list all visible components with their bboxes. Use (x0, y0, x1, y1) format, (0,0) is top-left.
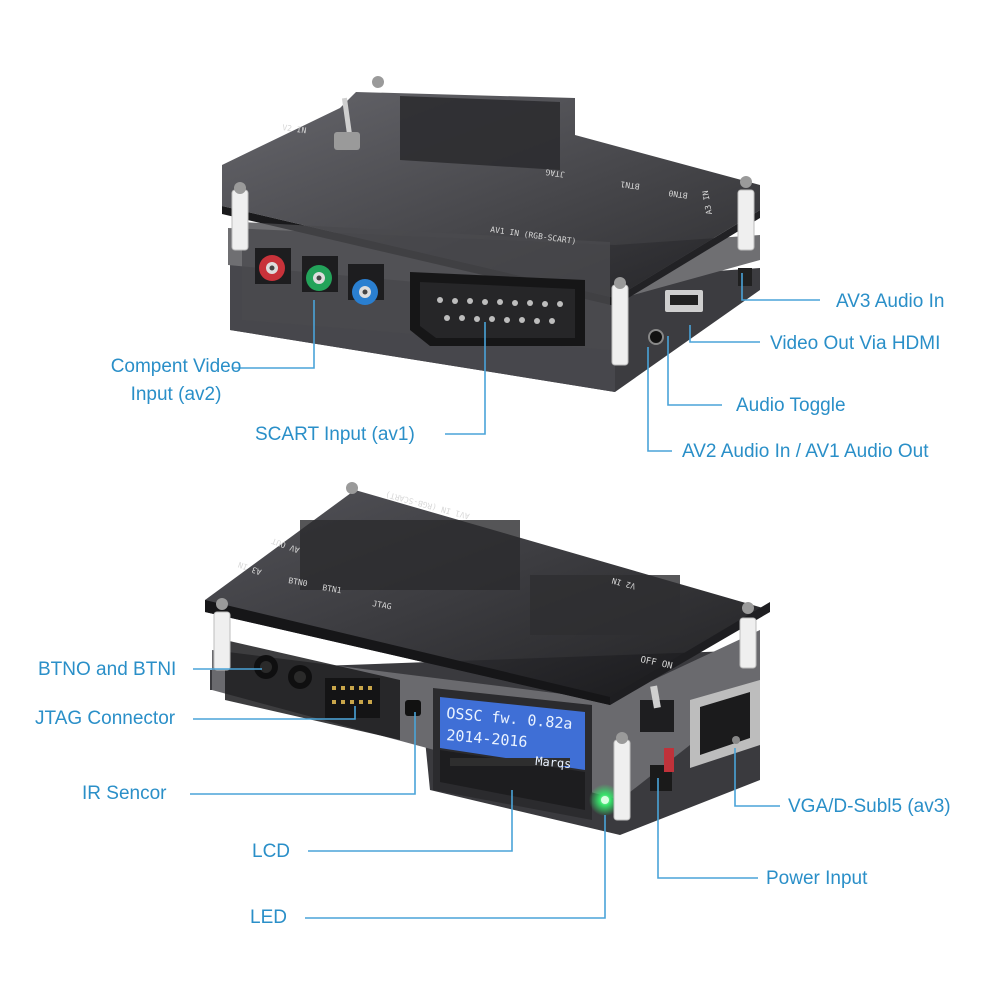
leader-ir (190, 712, 416, 795)
leader-power (657, 778, 758, 879)
silk-v2-in-top: V2 IN (282, 123, 307, 135)
leader-av3-audio (741, 273, 820, 301)
leader-lines (190, 273, 820, 919)
silk-jtag-bottom: JTAG (372, 599, 393, 611)
board-front-view: OSSC fw. 0.82a 2014-2016 Marqs AV1 IN (R… (205, 482, 770, 835)
board-rear-view: V2 IN AV1 IN (RGB-SCART) JTAG BTN1 BTN0 … (222, 76, 760, 392)
label-scart-input: SCART Input (av1) (255, 424, 415, 445)
audio-jack (648, 329, 664, 345)
push-button-btn1 (288, 665, 312, 689)
label-jtag-connector: JTAG Connector (35, 708, 176, 729)
label-led: LED (250, 907, 287, 928)
label-lcd: LCD (252, 841, 291, 862)
lcd-module (433, 688, 592, 820)
silk-btn0-bottom: BTN0 (288, 576, 309, 588)
rca-green-jack (302, 256, 338, 292)
vga-connector (690, 680, 760, 768)
label-btn0-btn1: BTNO and BTNI (38, 659, 177, 680)
label-video-out-hdmi: Video Out Via HDMI (770, 333, 941, 354)
jtag-header (325, 678, 380, 718)
label-av2-audio-in: AV2 Audio In / AV1 Audio Out (682, 441, 929, 462)
leader-component-video (232, 300, 315, 369)
silk-jtag: JTAG (545, 167, 566, 179)
ir-receiver (405, 700, 421, 716)
push-button-btn0 (254, 655, 278, 679)
label-ir-sensor: IR Sencor (82, 783, 167, 804)
av3-audio-jack (738, 268, 752, 286)
silk-btn1: BTN1 (620, 179, 641, 191)
label-power-input: Power Input (766, 868, 868, 889)
silk-a3-in: A3 IN (701, 190, 714, 215)
label-vga-input: VGA/D-Subl5 (av3) (788, 796, 951, 817)
label-av3-audio-in: AV3 Audio In (836, 291, 945, 312)
scart-connector (410, 272, 585, 346)
leader-scart (445, 322, 486, 435)
leader-av2-audio (647, 347, 672, 452)
leader-audio-toggle (667, 336, 722, 406)
leader-led (305, 815, 606, 919)
rca-blue-jack (348, 264, 384, 305)
rca-red-jack (255, 248, 291, 284)
silk-btn0: BTN0 (668, 188, 689, 200)
leader-lcd (308, 790, 513, 852)
label-audio-toggle: Audio Toggle (736, 395, 846, 416)
leader-jtag (193, 706, 356, 720)
leader-hdmi (689, 325, 760, 343)
leader-vga (734, 748, 780, 807)
lcd-line2-right: Marqs (535, 754, 572, 771)
silk-btn1-bottom: BTN1 (322, 583, 343, 595)
label-component-video: Compent Video Input (av2) (110, 356, 242, 405)
